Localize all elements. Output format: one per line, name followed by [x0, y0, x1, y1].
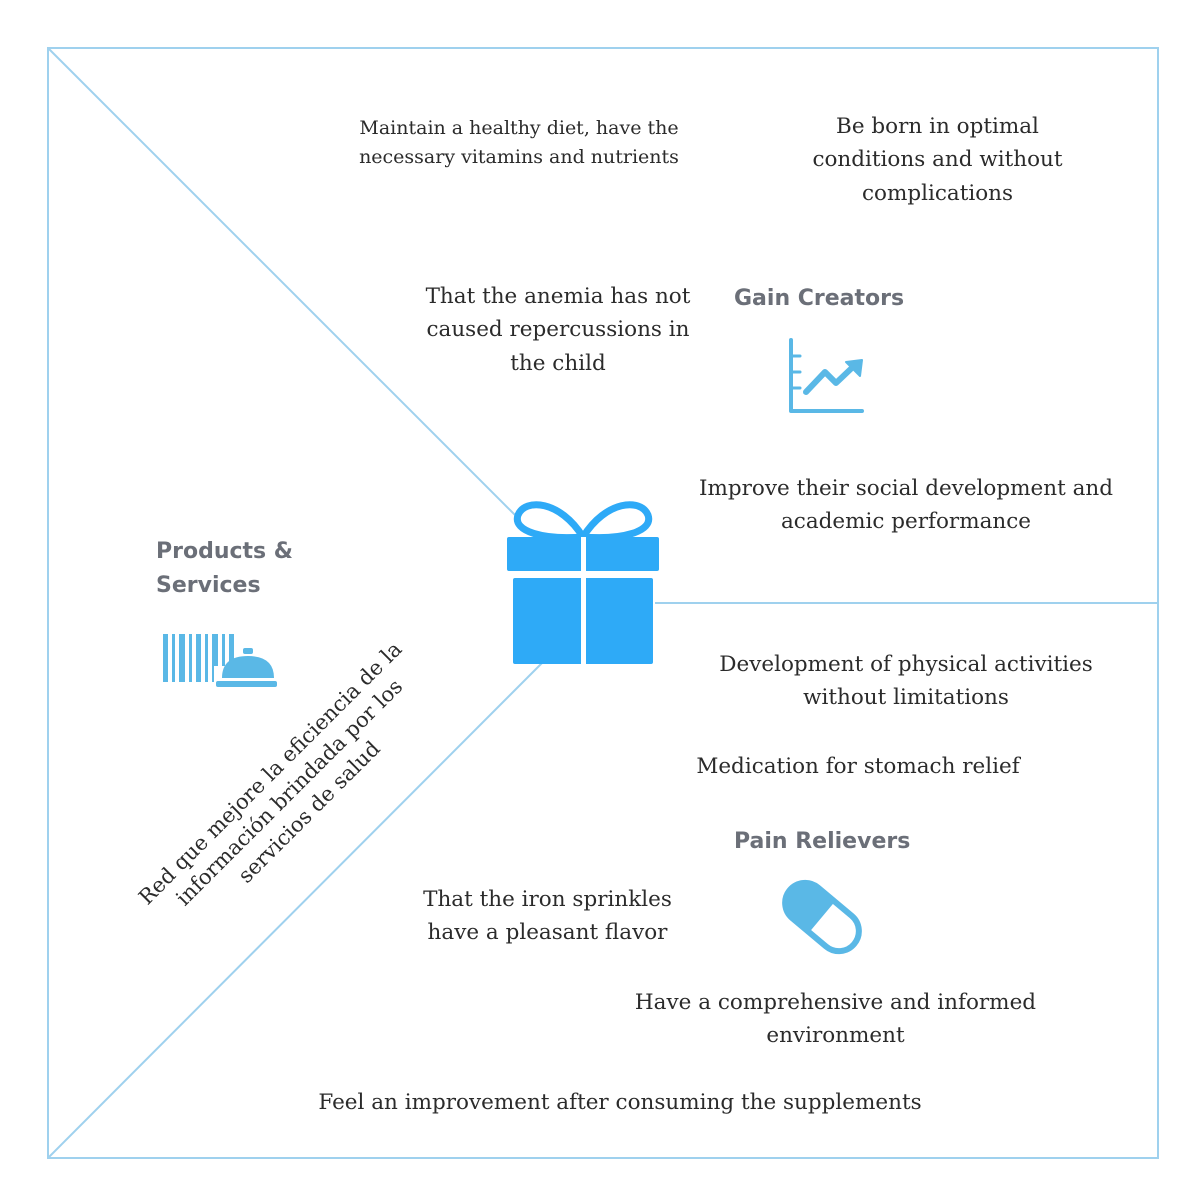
pain-relievers-heading: Pain Relievers [734, 829, 911, 854]
pain-reliever-informed-environment: Have a comprehensive and informed enviro… [634, 990, 1037, 1049]
pill-icon [782, 879, 862, 955]
barcode-cloche-icon [163, 634, 280, 688]
gain-creator-healthy-diet: Maintain a healthy diet, have the necess… [359, 117, 679, 169]
divider-bottom-left-diagonal [47, 659, 546, 1159]
gain-creator-social-development: Improve their social development and aca… [699, 476, 1113, 535]
divider-top-left-diagonal [47, 47, 521, 521]
gain-creators-heading: Gain Creators [734, 286, 905, 311]
trend-chart-icon [789, 338, 864, 413]
gain-creator-anemia-repercussions: That the anemia has not caused repercuss… [425, 284, 691, 376]
gift-icon [507, 501, 659, 664]
products-services-heading: Products & Services [156, 539, 293, 599]
pain-reliever-stomach-medication: Medication for stomach relief [696, 754, 1020, 779]
pain-reliever-physical-activities: Development of physical activities witho… [719, 652, 1093, 711]
pain-reliever-supplement-improvement: Feel an improvement after consuming the … [318, 1090, 922, 1115]
gain-creator-born-optimal: Be born in optimal conditions and withou… [812, 114, 1063, 206]
pain-reliever-iron-sprinkles-flavor: That the iron sprinkles have a pleasant … [423, 887, 672, 946]
